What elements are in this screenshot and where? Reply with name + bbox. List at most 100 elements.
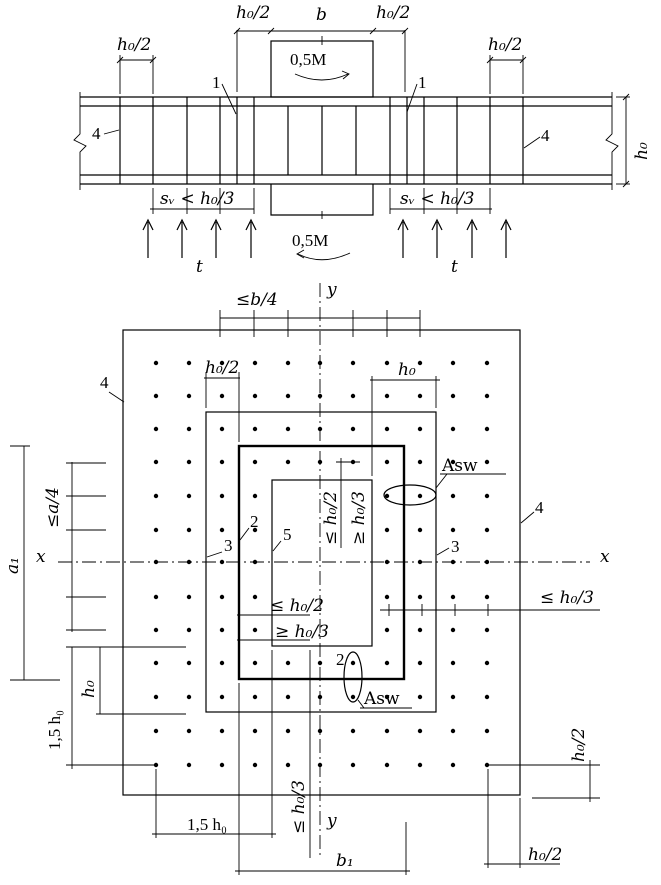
dim-le-h0-2-left: ≤ h₀/2 (270, 596, 324, 616)
dim-le-h0-3-bottom: ≤ h₀/3 (289, 780, 309, 834)
rebar-dot (186, 426, 192, 432)
rebar-dot (186, 559, 192, 565)
rebar-dot (417, 459, 423, 465)
rebar-dot (384, 594, 390, 600)
dim-1-5h0-vertical: 1,5 h₀ (45, 710, 64, 750)
rebar-dot (186, 493, 192, 499)
rebar-dot (384, 627, 390, 633)
label-4-right: 4 (541, 126, 550, 145)
rebar-dot (384, 559, 390, 565)
dim-le-a4: ≤a/4 (43, 487, 63, 528)
rebar-dot (350, 762, 356, 768)
rebar-dot (384, 527, 390, 533)
rebar-dot (317, 694, 323, 700)
rebar-dot (219, 360, 225, 366)
rebar-dot (285, 660, 291, 666)
moment-bottom: 0,5M (292, 231, 328, 250)
load-arrows (142, 218, 512, 258)
dim-h0-half-slab-right: h₀/2 (488, 35, 522, 55)
rebar-dot (417, 762, 423, 768)
rebar-dot (153, 694, 159, 700)
rebar-dot (450, 393, 456, 399)
rebar-dot (285, 728, 291, 734)
rebar-dot (186, 459, 192, 465)
rebar-dot (484, 360, 490, 366)
rebar-dot (317, 426, 323, 432)
rebar-dot (252, 459, 258, 465)
rebar-dot (153, 660, 159, 666)
dim-h0-vertical: h₀ (79, 680, 99, 698)
rebar-dot (317, 360, 323, 366)
rebar-dot (186, 694, 192, 700)
rebar-dot (384, 360, 390, 366)
spacing-right: sᵥ < h₀/3 (400, 189, 474, 209)
rebar-dot (350, 393, 356, 399)
rebar-dot (219, 627, 225, 633)
rebar-dot (450, 594, 456, 600)
rebar-dot (350, 360, 356, 366)
rebar-dot (484, 393, 490, 399)
asw-ellipse-top (383, 484, 437, 506)
rebar-dot (484, 559, 490, 565)
moment-bottom-arrow (297, 252, 351, 261)
rebar-dot (384, 459, 390, 465)
label-2-left: 2 (250, 512, 259, 531)
plan-view: y y x x 4 4 2 3 3 5 2 Asw As (3, 280, 610, 875)
rebar-dot (384, 762, 390, 768)
moment-top-arrow (294, 73, 349, 81)
dim-ge-h0-3-col: ≥ h₀/3 (349, 491, 369, 545)
rebar-dot (384, 493, 390, 499)
label-3-right: 3 (451, 537, 460, 556)
moment-top: 0,5M (290, 50, 326, 69)
rebar-dot (350, 728, 356, 734)
rebar-dot (219, 493, 225, 499)
rebar-dot (186, 728, 192, 734)
rebar-dot (219, 694, 225, 700)
rebar-dot (484, 426, 490, 432)
label-4-left: 4 (92, 124, 101, 143)
rebar-dot (252, 594, 258, 600)
label-2-bottom: 2 (336, 650, 345, 669)
rebar-dot (153, 360, 159, 366)
section-view: h₀/2 b h₀/2 h₀/2 h₀/2 0,5M 0,5M 1 1 4 4 (73, 3, 652, 277)
rebar-dot (285, 360, 291, 366)
dim-h0-section: h₀ (632, 142, 652, 160)
rebar-dot (350, 426, 356, 432)
load-label-left: t (196, 257, 203, 277)
rebar-dot (484, 694, 490, 700)
rebar-dot (219, 426, 225, 432)
asw-ellipse-bottom (343, 651, 363, 703)
dim-h0-half-right: h₀/2 (376, 3, 410, 23)
rebar-dot (450, 762, 456, 768)
rebar-dot (317, 393, 323, 399)
rebar-dot-grid (153, 360, 490, 768)
label-3-left: 3 (224, 536, 233, 555)
rebar-dot (417, 393, 423, 399)
rebar-dot (450, 660, 456, 666)
rebar-dot (252, 360, 258, 366)
rebar-dot (285, 694, 291, 700)
rebar-dot (384, 660, 390, 666)
dim-h0-half-slab-left: h₀/2 (117, 35, 151, 55)
rebar-dot (417, 559, 423, 565)
rebar-dot (153, 728, 159, 734)
rebar-dot (384, 393, 390, 399)
rebar-dot (450, 360, 456, 366)
rebar-dot (450, 694, 456, 700)
left-a4-dims (66, 462, 106, 632)
rebar-dot (484, 627, 490, 633)
rebar-dot (450, 728, 456, 734)
rebar-dot (450, 627, 456, 633)
rebar-dot (384, 728, 390, 734)
rebar-dot (317, 728, 323, 734)
label-4-plan-right: 4 (535, 498, 544, 517)
rebar-dot (484, 459, 490, 465)
dim-b: b (316, 5, 327, 25)
dim-h0-plan: h₀ (398, 360, 416, 380)
rebar-dot (484, 493, 490, 499)
dim-h0-half-left: h₀/2 (236, 3, 270, 23)
spacing-left: sᵥ < h₀/3 (160, 189, 234, 209)
y-axis-label-top: y (326, 280, 337, 300)
asw-label-top: Asw (441, 456, 478, 476)
rebar-dot (317, 660, 323, 666)
